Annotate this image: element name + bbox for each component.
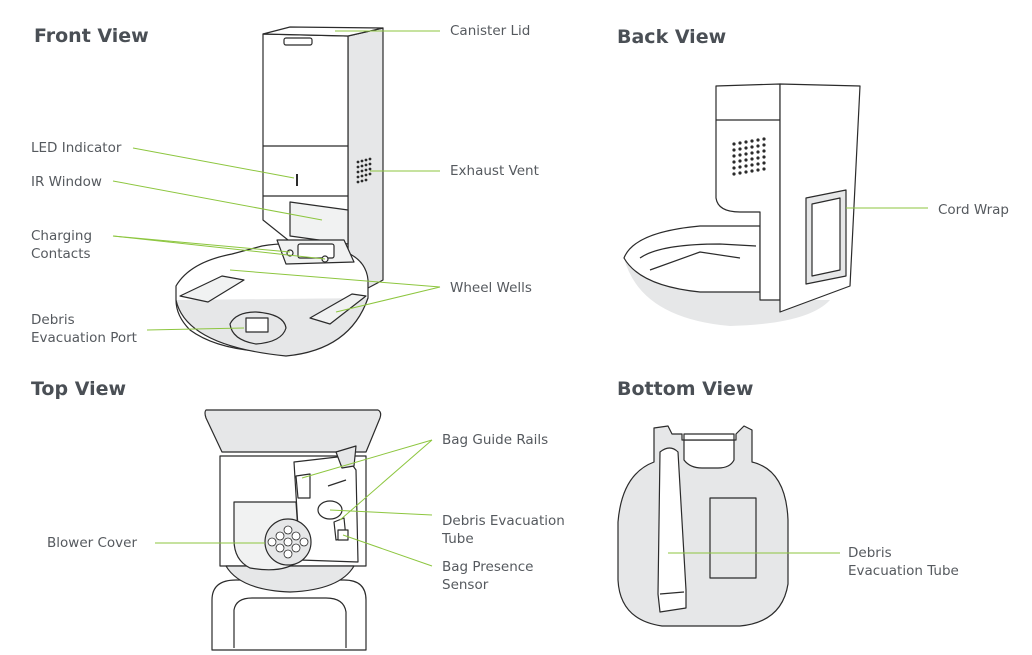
label-bag-presence-sensor: Bag Presence Sensor [442, 558, 533, 594]
label-debris-tube-top-line2: Tube [442, 531, 474, 547]
top-view-illustration [204, 409, 382, 651]
label-debris-tube-bottom-line1: Debris [848, 545, 892, 561]
back-view-title: Back View [617, 26, 727, 48]
label-canister-lid: Canister Lid [450, 23, 531, 39]
label-debris-tube-bottom-line2: Evacuation Tube [848, 563, 959, 579]
label-debris-evacuation-tube-top: Debris Evacuation Tube [442, 512, 565, 548]
top-view-title: Top View [31, 378, 127, 400]
label-blower-cover: Blower Cover [47, 535, 137, 551]
label-exhaust-vent: Exhaust Vent [450, 163, 539, 179]
label-debris-port-line1: Debris [31, 312, 75, 328]
label-debris-evacuation-port: Debris Evacuation Port [31, 311, 137, 347]
label-charging-contacts-line1: Charging [31, 228, 93, 244]
front-view-title: Front View [34, 25, 149, 47]
label-debris-tube-top-line1: Debris Evacuation [442, 513, 565, 529]
top-view-leaders [155, 439, 433, 567]
blower-cover-icon [267, 525, 309, 559]
label-charging-contacts-line2: Contacts [31, 246, 91, 262]
label-ir-window: IR Window [31, 174, 102, 190]
exhaust-vent-icon [356, 157, 372, 184]
bottom-view-title: Bottom View [617, 378, 754, 400]
label-wheel-wells: Wheel Wells [450, 280, 532, 296]
back-vent-icon [732, 137, 766, 176]
front-view-leaders [112, 30, 441, 331]
label-bag-sensor-line1: Bag Presence [442, 559, 534, 575]
front-view-illustration [175, 26, 384, 357]
label-led-indicator: LED Indicator [31, 140, 122, 156]
bottom-view-illustration [617, 425, 789, 627]
back-view-illustration [623, 83, 861, 326]
label-bag-sensor-line2: Sensor [442, 577, 489, 593]
label-debris-evacuation-tube-bottom: Debris Evacuation Tube [848, 544, 959, 580]
label-cord-wrap: Cord Wrap [938, 202, 1009, 218]
label-debris-port-line2: Evacuation Port [31, 330, 137, 346]
label-charging-contacts: Charging Contacts [31, 227, 92, 263]
label-bag-guide-rails: Bag Guide Rails [442, 432, 549, 448]
